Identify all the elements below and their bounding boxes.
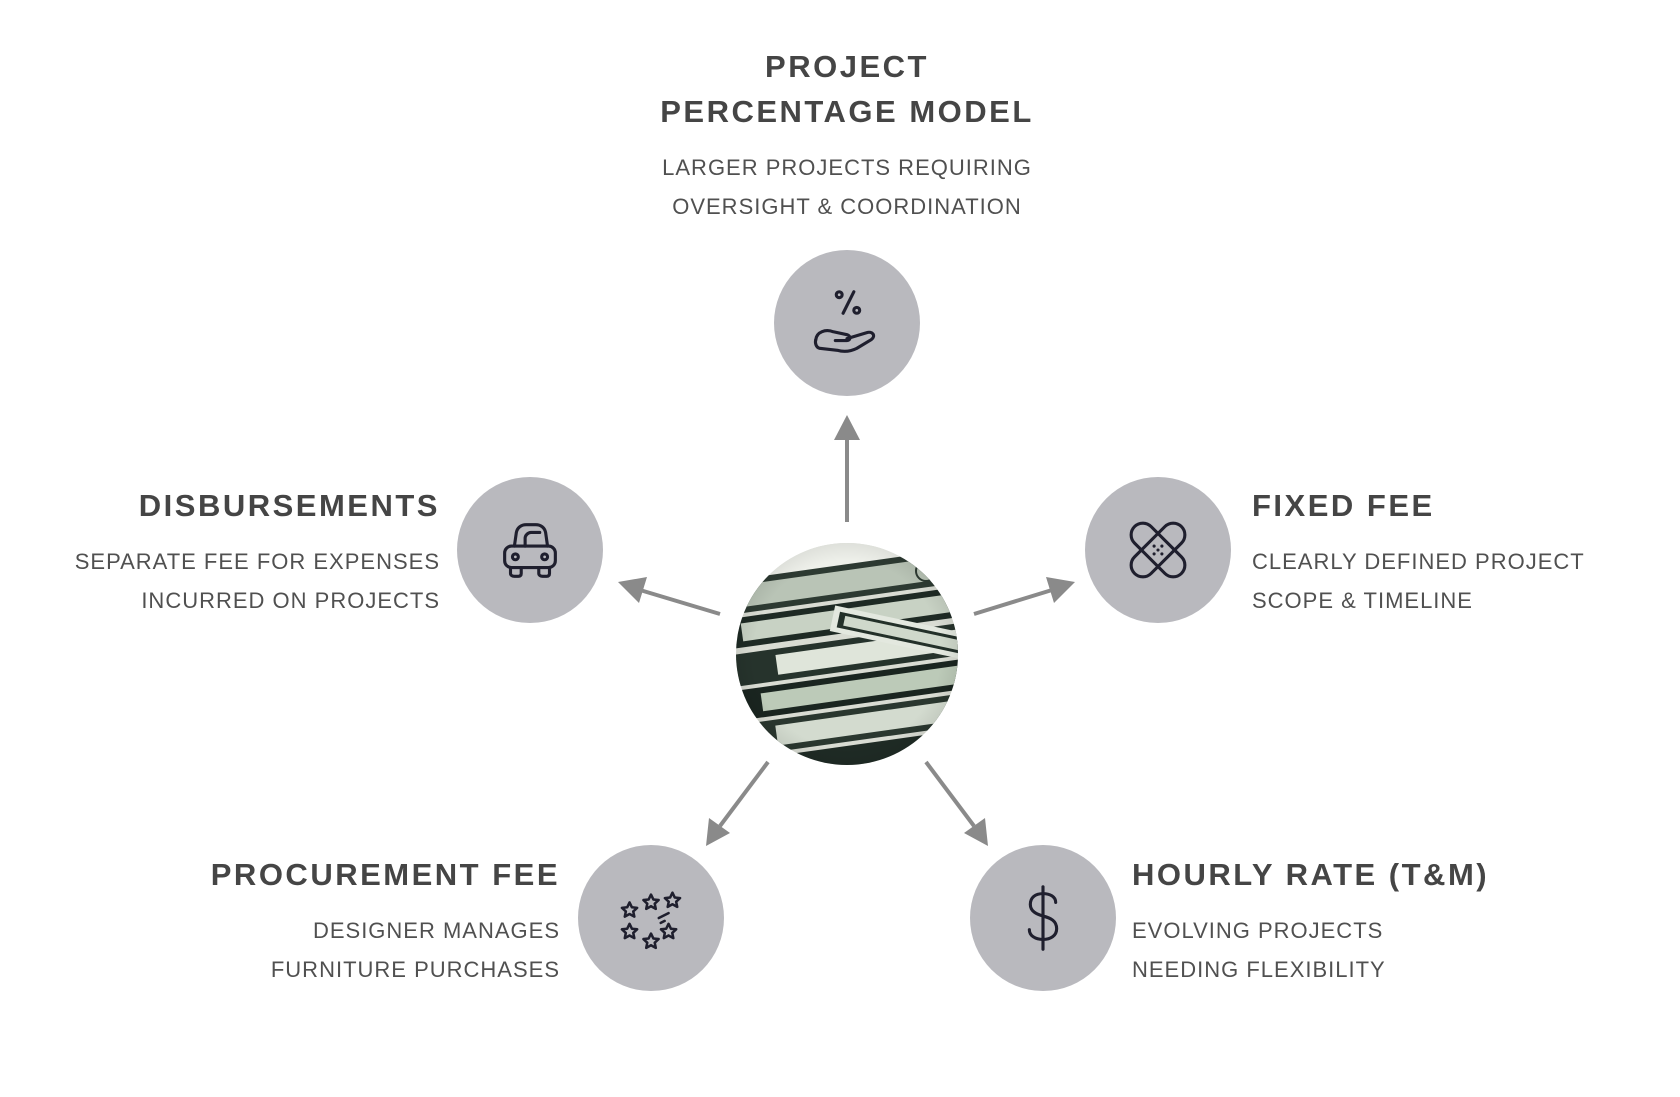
arrow-bottom-right <box>924 760 988 846</box>
bandage-icon <box>1129 521 1187 579</box>
node-bottom-right-desc-line-1: EVOLVING PROJECTS <box>1132 918 1384 943</box>
node-left-desc: SEPARATE FEE FOR EXPENSES INCURRED ON PR… <box>40 542 440 620</box>
node-top-desc-line-1: LARGER PROJECTS REQUIRING <box>662 155 1032 180</box>
node-bottom-left-title: PROCUREMENT FEE <box>210 857 560 892</box>
node-left-desc-line-1: SEPARATE FEE FOR EXPENSES <box>74 549 440 574</box>
stars-icon <box>620 891 682 950</box>
node-right-desc-line-1: CLEARLY DEFINED PROJECT <box>1252 549 1585 574</box>
node-right-desc: CLEARLY DEFINED PROJECT SCOPE & TIMELINE <box>1252 542 1652 620</box>
car-icon <box>503 523 557 578</box>
node-right-desc-line-2: SCOPE & TIMELINE <box>1252 588 1473 613</box>
arrow-up <box>834 415 860 522</box>
node-top-title-line-2: PERCENTAGE MODEL <box>660 94 1034 129</box>
node-bottom-right-text: HOURLY RATE (T&M) EVOLVING PROJECTS NEED… <box>1132 852 1572 989</box>
node-right-text: FIXED FEE CLEARLY DEFINED PROJECT SCOPE … <box>1252 483 1652 620</box>
node-left-text: DISBURSEMENTS SEPARATE FEE FOR EXPENSES … <box>40 483 440 620</box>
node-bottom-right-desc-line-2: NEEDING FLEXIBILITY <box>1132 957 1386 982</box>
dollar-icon <box>1027 885 1059 951</box>
node-bottom-right-circle <box>970 845 1116 991</box>
node-left-title: DISBURSEMENTS <box>138 488 440 523</box>
node-bottom-right-title: HOURLY RATE (T&M) <box>1132 857 1490 892</box>
node-top-desc-line-2: OVERSIGHT & COORDINATION <box>672 194 1022 219</box>
node-top-title-line-1: PROJECT <box>765 49 929 84</box>
node-top-title: PROJECT PERCENTAGE MODEL <box>600 44 1094 134</box>
money-stack-photo <box>736 543 958 765</box>
node-right-circle <box>1085 477 1231 623</box>
node-bottom-left-desc-line-1: DESIGNER MANAGES <box>312 918 560 943</box>
node-top-desc: LARGER PROJECTS REQUIRING OVERSIGHT & CO… <box>600 148 1094 226</box>
node-top-circle <box>774 250 920 396</box>
node-right-title: FIXED FEE <box>1252 488 1435 523</box>
node-bottom-left-text: PROCUREMENT FEE DESIGNER MANAGES FURNITU… <box>160 852 560 989</box>
node-bottom-right-desc: EVOLVING PROJECTS NEEDING FLEXIBILITY <box>1132 911 1572 989</box>
percent-hand-icon <box>813 290 876 353</box>
node-bottom-left-desc-line-2: FURNITURE PURCHASES <box>270 957 560 982</box>
node-bottom-left-circle <box>578 845 724 991</box>
arrow-left <box>618 577 721 616</box>
node-top-text: PROJECT PERCENTAGE MODEL LARGER PROJECTS… <box>600 44 1094 226</box>
node-left-desc-line-2: INCURRED ON PROJECTS <box>141 588 440 613</box>
node-bottom-left-desc: DESIGNER MANAGES FURNITURE PURCHASES <box>160 911 560 989</box>
arrow-right <box>973 577 1075 616</box>
node-left-circle <box>457 477 603 623</box>
arrow-bottom-left <box>706 760 770 846</box>
